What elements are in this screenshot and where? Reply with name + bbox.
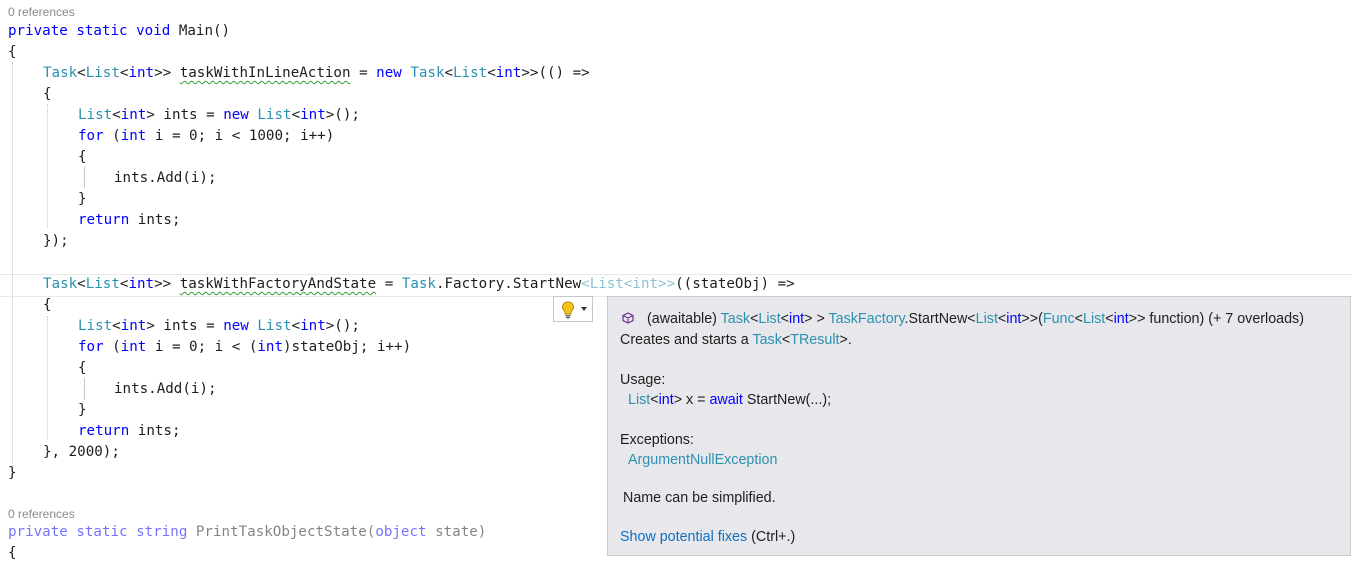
code-line: Task<List<int>> taskWithInLineAction = n…: [43, 65, 590, 81]
code-line: {: [8, 44, 17, 60]
lightbulb-icon: [561, 301, 575, 319]
code-line: ints.Add(i);: [114, 381, 217, 397]
fix-shortcut: (Ctrl+.): [747, 529, 796, 545]
code-line: List<int> ints = new List<int>();: [78, 107, 360, 123]
variable-name: taskWithFactoryAndState: [179, 276, 377, 292]
code-line: }: [78, 402, 87, 418]
chevron-down-icon[interactable]: [581, 307, 587, 311]
code-line: }: [78, 191, 87, 207]
code-line: return ints;: [78, 423, 181, 439]
code-line: ints.Add(i);: [114, 170, 217, 186]
code-line: List<int> ints = new List<int>();: [78, 318, 360, 334]
diagnostic-message: Name can be simplified.: [623, 490, 776, 506]
indent-guide: [47, 316, 48, 440]
indent-guide: [47, 104, 48, 228]
indent-guide: [84, 166, 85, 188]
indent-guide: [84, 378, 85, 400]
indent-guide: [12, 62, 13, 468]
exceptions-label: Exceptions:: [620, 432, 694, 448]
code-line: {: [78, 360, 87, 376]
code-line: Task<List<int>> taskWithFactoryAndState …: [43, 276, 795, 292]
code-line: }: [8, 465, 17, 481]
code-line: for (int i = 0; i < 1000; i++): [78, 128, 335, 144]
code-line: {: [43, 86, 52, 102]
code-line: return ints;: [78, 212, 181, 228]
codelens-references[interactable]: 0 references: [8, 507, 75, 521]
code-line: {: [43, 297, 52, 313]
code-line: private static void Main(): [8, 23, 231, 39]
method-cube-icon: [622, 312, 634, 324]
signature: (awaitable) Task<List<int> > TaskFactory…: [647, 311, 1304, 327]
exception-type: ArgumentNullException: [628, 452, 778, 468]
code-line: {: [78, 149, 87, 165]
quick-info-tooltip: (awaitable) Task<List<int> > TaskFactory…: [607, 296, 1351, 556]
code-line: {: [8, 545, 17, 561]
show-fixes-link[interactable]: Show potential fixes: [620, 529, 748, 545]
variable-name: taskWithInLineAction: [179, 65, 351, 81]
code-line: private static string PrintTaskObjectSta…: [8, 524, 487, 540]
code-line: }, 2000);: [43, 444, 120, 460]
codelens-references[interactable]: 0 references: [8, 5, 75, 19]
fix-row: Show potential fixes (Ctrl+.): [620, 529, 795, 545]
code-line: });: [43, 233, 69, 249]
usage-example: List<int> x = await StartNew(...);: [628, 392, 832, 408]
usage-label: Usage:: [620, 372, 666, 388]
code-line: for (int i = 0; i < (int)stateObj; i++): [78, 339, 412, 355]
quick-actions-button[interactable]: [553, 296, 593, 322]
description: Creates and starts a Task<TResult>.: [620, 332, 852, 348]
